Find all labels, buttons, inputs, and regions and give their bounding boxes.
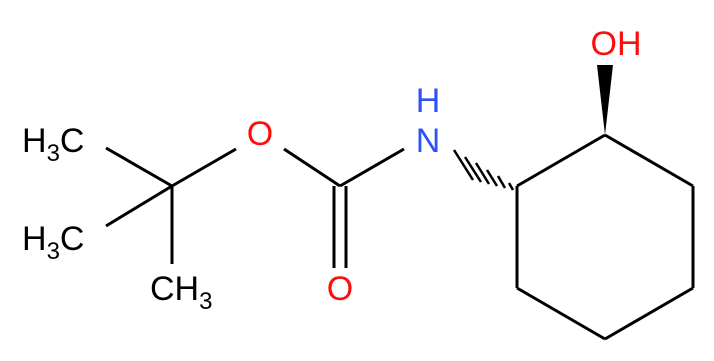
hydroxyl-label: OH <box>591 25 642 63</box>
carbonyl-oxygen-label: O <box>327 270 353 308</box>
bond-oxygen-carbonyl-c <box>283 147 341 188</box>
bond-ring-c6-c5 <box>516 286 606 341</box>
methyl-label-bottom: CH3 <box>150 270 212 315</box>
solid-wedge-bond <box>597 65 613 135</box>
hashed-wedge-bond <box>452 149 515 191</box>
nitrogen-label: N <box>416 122 441 160</box>
bond-carbonyl-nitrogen <box>339 147 405 188</box>
nitrogen-hydrogen-label: H <box>416 82 441 120</box>
bond-cq-oxygen <box>171 147 237 188</box>
methyl-label-middle: H3C <box>22 220 84 265</box>
bond-ring-c5-c4 <box>604 286 694 341</box>
methyl-label-top: H3C <box>22 122 84 167</box>
bond-cq-methyl-top <box>105 146 173 188</box>
bond-ring-c2-c1 <box>516 133 606 188</box>
ester-oxygen-label: O <box>247 115 273 153</box>
bond-cq-methyl-mid <box>105 184 173 228</box>
bond-ring-c3-c2 <box>604 133 694 188</box>
